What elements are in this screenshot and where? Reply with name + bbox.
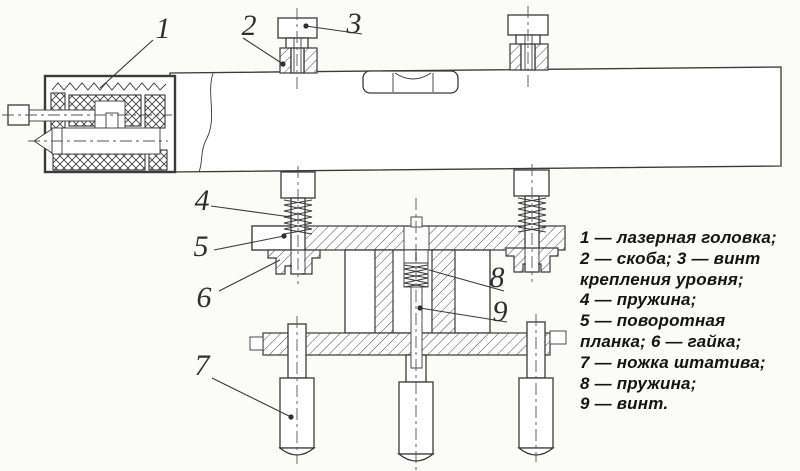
adjust-screw-left (267, 166, 321, 284)
base-plate (249, 330, 567, 356)
callout-number-2: 2 (242, 9, 257, 42)
plate-tab-right (549, 330, 567, 345)
screw-block (513, 169, 550, 197)
callout-number-1: 1 (156, 12, 171, 45)
callout-number-5: 5 (194, 230, 209, 263)
legend-line: 8 — пружина; (580, 373, 697, 393)
legend: 1 — лазерная головка;2 — скоба; 3 — винт… (580, 228, 800, 415)
callout-leader-7 (211, 377, 292, 418)
callouts: 1 2 3 4 5 6 7 89 (99, 7, 508, 420)
adjust-screw-right (505, 164, 559, 282)
break-line (198, 72, 214, 173)
legend-line: 9 — винт. (580, 394, 669, 414)
screw-9 (410, 198, 423, 470)
top-screw-left (277, 8, 318, 92)
callout-dot-9 (417, 305, 423, 311)
callout-leader-2 (242, 37, 284, 65)
top-screw-right (507, 6, 549, 88)
beam (169, 66, 782, 173)
bracket-right (303, 47, 318, 74)
laser-head (2, 74, 177, 174)
bracket-right (534, 43, 549, 71)
adjust-shaft (27, 109, 96, 122)
legend-line: планка; 6 — гайка; (580, 331, 742, 351)
bracket-left (509, 43, 522, 71)
callout-number-8: 8 (490, 261, 505, 294)
callout-dot-5 (281, 233, 287, 239)
callout-dot-7 (288, 414, 294, 420)
packing-band (51, 82, 167, 91)
callout-number-4: 4 (195, 184, 210, 217)
callout-leader-6 (218, 259, 281, 292)
legend-line: крепления уровня; (580, 269, 744, 289)
spring (517, 197, 547, 233)
legend-line: 5 — поворотная (580, 311, 726, 331)
callout-leader-1 (99, 39, 154, 89)
legend-line: 2 — скоба; 3 — винт (580, 248, 761, 268)
level-vial (362, 70, 459, 94)
tripod-leg-left (278, 316, 316, 464)
callout-dot-2 (280, 61, 286, 67)
callout-leader-4 (210, 205, 292, 218)
callout-number-6: 6 (197, 281, 212, 314)
vial-bubble (394, 72, 432, 80)
screw-head (277, 17, 318, 39)
legend-line: 7 — ножка штатива; (580, 352, 766, 372)
callout-number-9: 9 (493, 295, 508, 328)
legend-line: 4 — пружина; (580, 290, 697, 310)
bracket-left (279, 47, 292, 74)
callout-leader-9 (419, 307, 508, 323)
callout-number-7: 7 (195, 349, 212, 382)
callout-number-3: 3 (346, 7, 362, 40)
spring (283, 199, 313, 235)
plate-tab-left (249, 336, 264, 351)
legend-line: 1 — лазерная головка; (580, 228, 777, 247)
callout-leader-3 (305, 25, 363, 35)
callout-leader-5 (213, 235, 285, 251)
callout-leader-8 (428, 269, 505, 292)
tripod-leg-right (517, 314, 555, 462)
callout-dot-3 (303, 23, 309, 29)
